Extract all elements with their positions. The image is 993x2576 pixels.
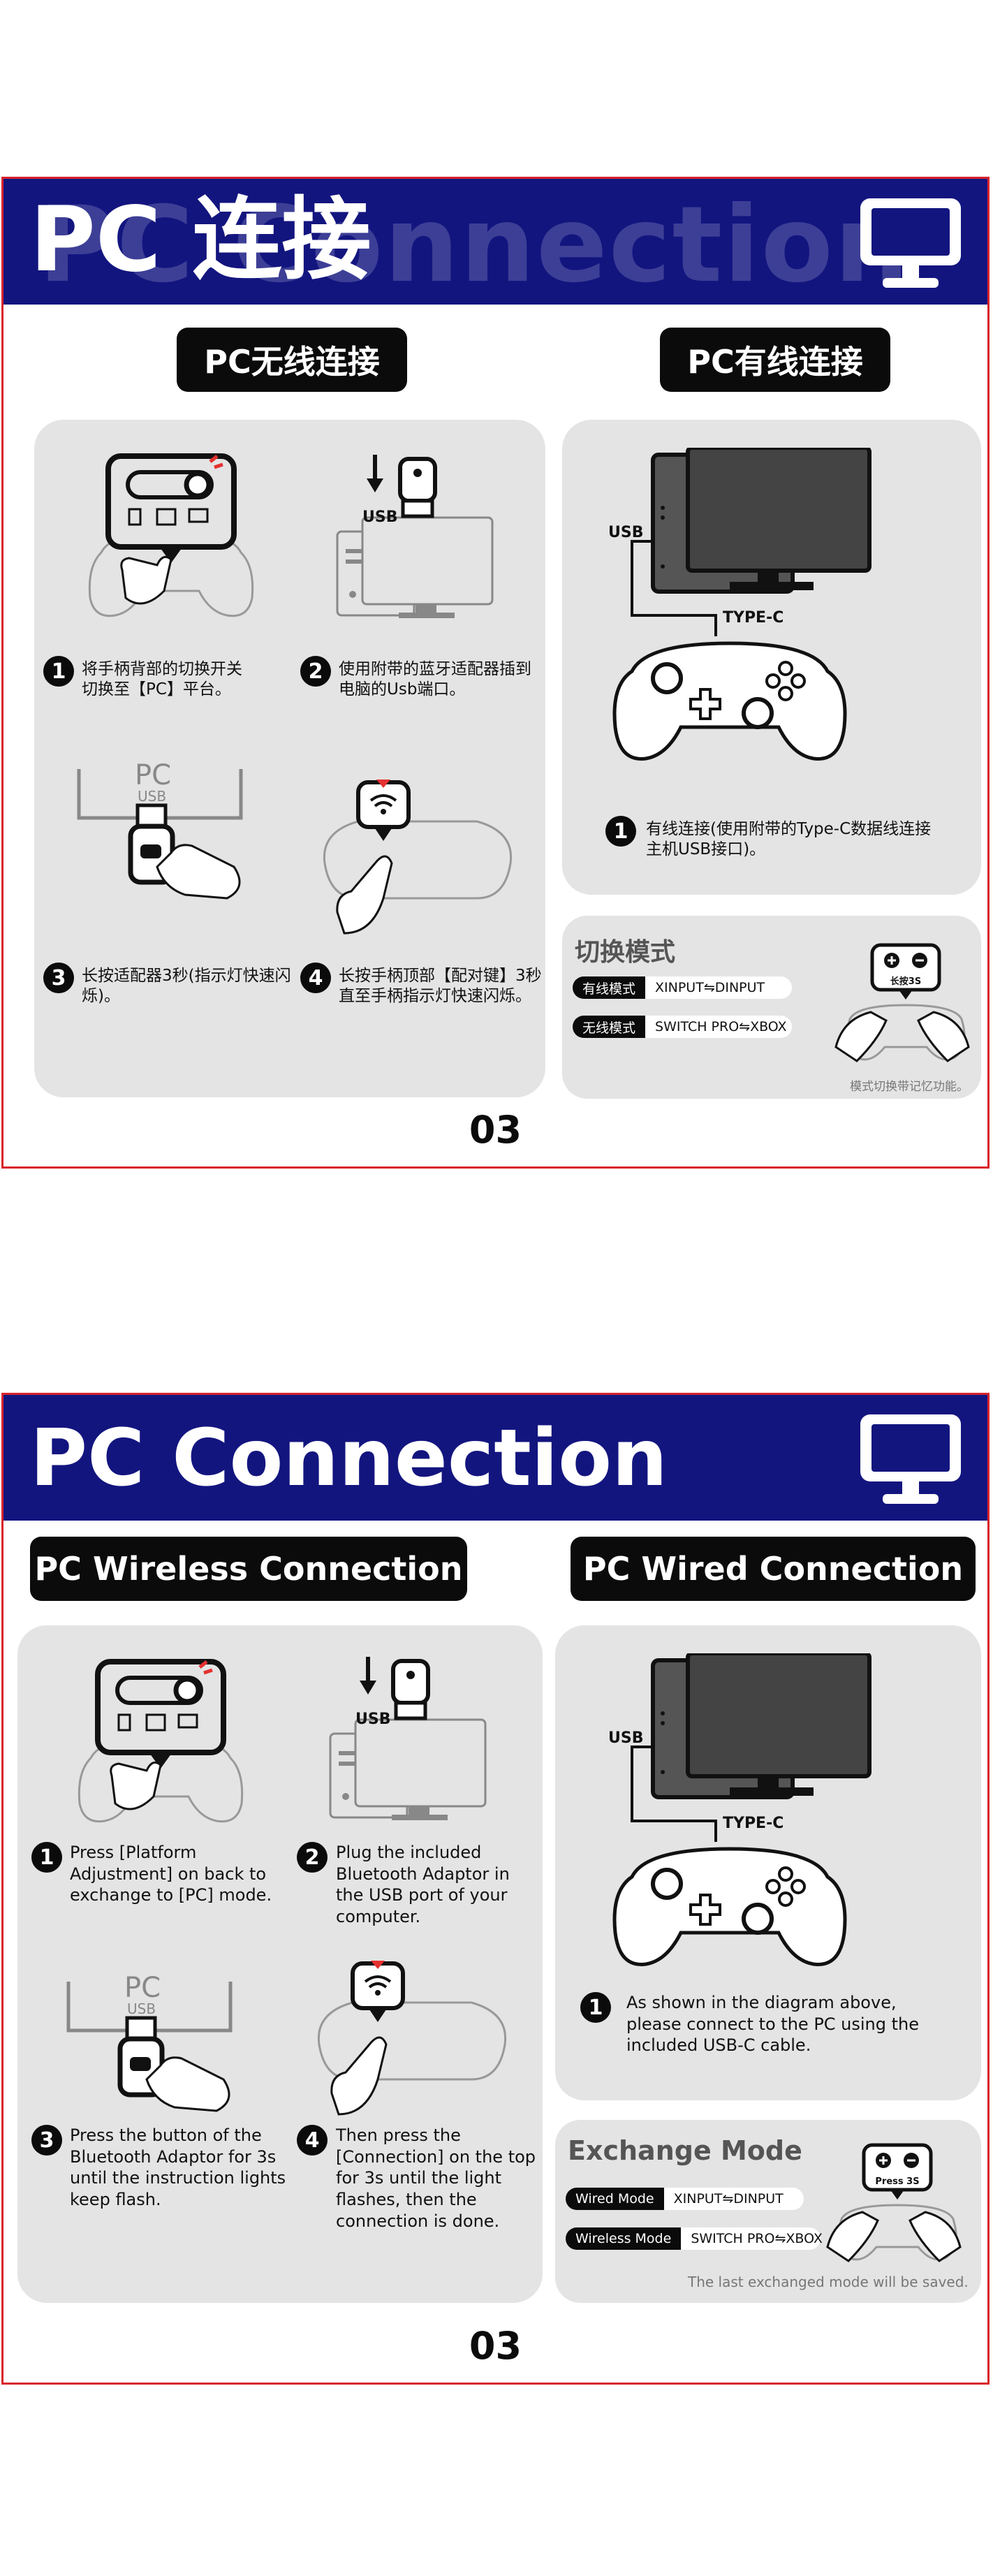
step-1-text: Press [Platform Adjustment] on back to e…: [70, 1843, 272, 1905]
hold-label: Press 3S: [875, 2176, 919, 2187]
manual-page-chinese: PC Connection PC 连接 PC无线连接 PC有线连接 1 将手柄背…: [1, 177, 990, 1169]
title-banner: PC Connection: [3, 1395, 987, 1521]
step-3-text: Press the button of the Bluetooth Adapto…: [70, 2125, 286, 2210]
step-4-text: 长按手柄顶部【配对键】3秒直至手柄指示灯快速闪烁。: [339, 967, 542, 1006]
mode-row-wired: 有线模式 XINPUT⇋DINPUT: [573, 976, 793, 999]
wired-step-text: 有线连接(使用附带的Type-C数据线连接主机USB接口)。: [646, 820, 932, 859]
wired-connection-illustration: USB TYPE-C: [608, 1653, 871, 1966]
step-1-number: 1: [43, 656, 74, 687]
step-3-number: 3: [43, 963, 74, 993]
mode-value-wired: XINPUT⇋DINPUT: [663, 2188, 804, 2210]
type-c-label: TYPE-C: [723, 1815, 784, 1832]
mode-value-wired: XINPUT⇋DINPUT: [645, 976, 793, 999]
title-banner: PC Connection PC 连接: [3, 179, 987, 305]
mode-row-wireless: Wireless Mode SWITCH PRO⇋XBOX: [566, 2227, 823, 2250]
monitor-icon: [860, 198, 961, 288]
banner-ghost-text: PC Connection: [38, 184, 911, 305]
mode-row-wired: Wired Mode XINPUT⇋DINPUT: [566, 2188, 804, 2210]
mode-value-wireless: SWITCH PRO⇋XBOX: [645, 1016, 793, 1038]
mode-label-wired: 有线模式: [573, 976, 646, 999]
step-2-number: 2: [300, 656, 331, 687]
step-2-number: 2: [297, 1842, 328, 1873]
controller-switch-illustration: [88, 453, 254, 617]
step-4-number: 4: [300, 963, 331, 993]
wireless-heading: PC无线连接: [177, 328, 407, 392]
wireless-heading: PC Wireless Connection: [30, 1537, 467, 1601]
mode-note: The last exchanged mode will be saved.: [688, 2274, 969, 2290]
manual-page-english: PC Connection PC Wireless Connection PC …: [1, 1393, 990, 2385]
page-number: 03: [469, 1108, 522, 1152]
controller-pairing-illustration: [323, 780, 513, 935]
step-3-number: 3: [31, 2125, 62, 2156]
page-title: PC 连接: [30, 188, 372, 292]
step-4-text: Then press the [Connection] on the top f…: [336, 2125, 536, 2231]
wired-connection-illustration: USB TYPE-C: [608, 448, 871, 761]
wired-heading: PC Wired Connection: [571, 1537, 976, 1601]
pc-label: PC: [135, 762, 171, 791]
mode-value-wireless: SWITCH PRO⇋XBOX: [681, 2227, 823, 2250]
mode-row-wireless: 无线模式 SWITCH PRO⇋XBOX: [573, 1016, 793, 1038]
usb-to-computer-illustration: USB: [336, 455, 494, 618]
wired-step-number: 1: [605, 816, 636, 847]
mode-switch-controller-illustration: 长按3S: [834, 943, 970, 1062]
hold-label: 长按3S: [890, 976, 921, 987]
usb-label: USB: [362, 508, 397, 526]
controller-pairing-illustration: [317, 1961, 507, 2116]
wired-heading: PC有线连接: [660, 328, 890, 392]
mode-switch-controller-illustration: Press 3S: [826, 2143, 962, 2262]
monitor-icon: [860, 1414, 961, 1504]
usb-label: USB: [355, 1711, 390, 1728]
step-2-text: 使用附带的蓝牙适配器插到电脑的Usb端口。: [339, 660, 531, 699]
usb-wired-label: USB: [608, 1729, 643, 1747]
page-number: 03: [469, 2324, 522, 2368]
usb-to-computer-illustration: USB: [329, 1657, 487, 1820]
wired-step-text: As shown in the diagram above, please co…: [626, 1993, 920, 2056]
page-title: PC Connection: [30, 1413, 668, 1504]
wired-step-number: 1: [580, 1992, 611, 2023]
usb-small-label: USB: [127, 2000, 156, 2017]
step-1-text: 将手柄背部的切换开关切换至【PC】平台。: [82, 660, 242, 699]
usb-small-label: USB: [138, 788, 166, 805]
step-4-number: 4: [297, 2125, 328, 2156]
step-2-text: Plug the included Bluetooth Adaptor in t…: [336, 1843, 510, 1927]
mode-note: 模式切换带记忆功能。: [850, 1080, 969, 1094]
mode-label-wired: Wired Mode: [566, 2188, 664, 2210]
mode-label-wireless: Wireless Mode: [566, 2227, 682, 2250]
type-c-label: TYPE-C: [723, 609, 784, 627]
mode-label-wireless: 无线模式: [573, 1016, 646, 1038]
mode-title: Exchange Mode: [568, 2135, 802, 2166]
adaptor-press-illustration: PC USB: [66, 1975, 233, 2112]
controller-switch-illustration: [78, 1659, 244, 1823]
usb-wired-label: USB: [608, 524, 643, 541]
step-1-number: 1: [31, 1842, 62, 1873]
pc-label: PC: [124, 1975, 161, 2004]
adaptor-press-illustration: PC USB: [77, 762, 243, 900]
mode-title: 切换模式: [575, 938, 676, 967]
step-3-text: 长按适配器3秒(指示灯快速闪烁)。: [82, 967, 291, 1006]
